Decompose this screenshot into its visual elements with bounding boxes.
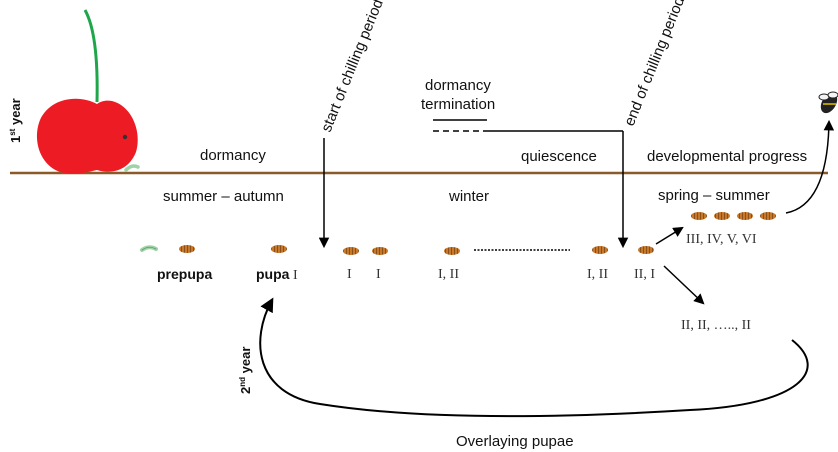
spring-summer-label: spring – summer: [658, 187, 770, 204]
overlaying-pupae-arrow: [259, 297, 809, 418]
prepupa-label: prepupa: [157, 266, 212, 282]
pupa-stage-label: I: [293, 268, 298, 283]
first-year-label: 1st year: [8, 98, 23, 143]
pupa-icon: [343, 247, 359, 255]
end-chilling-label: end of chilling period: [621, 0, 688, 128]
stage-label: II, I: [634, 267, 655, 282]
emergence-arrow: [785, 119, 835, 214]
pupa-icon: [372, 247, 388, 255]
second-year-label: 2nd year: [238, 347, 253, 394]
pupa-icon: [760, 212, 776, 220]
stage-label: III, IV, V, VI: [686, 232, 757, 247]
fly-icon: [818, 91, 838, 114]
pupa-icon: [179, 245, 195, 253]
developmental-progress-label: developmental progress: [647, 148, 807, 165]
pupa-label: pupa: [256, 266, 290, 282]
branch-arrow-down: [663, 265, 705, 305]
pupa-icon: [737, 212, 753, 220]
stage-label: I: [347, 267, 352, 282]
stage-label: II, II, ….., II: [681, 318, 751, 333]
pupa-icon: [592, 246, 608, 254]
pupa-icon: [638, 246, 654, 254]
pupa-icon: [271, 245, 287, 253]
larva-prepupa-icon: [140, 245, 158, 252]
branch-arrow-up: [655, 226, 684, 245]
pupa-icon: [714, 212, 730, 220]
pupa-icon: [444, 247, 460, 255]
larva-icon: [124, 164, 140, 172]
dormancy-termination-line2: termination: [421, 96, 495, 113]
summer-autumn-label: summer – autumn: [163, 188, 284, 205]
pupa-icon: [691, 212, 707, 220]
quiescence-label: quiescence: [521, 148, 597, 165]
stage-label: I, II: [438, 267, 459, 282]
winter-label: winter: [448, 188, 489, 205]
dormancy-label: dormancy: [200, 147, 266, 164]
cherry-icon: [36, 9, 138, 174]
dormancy-termination-line1: dormancy: [425, 77, 491, 94]
start-chilling-label: start of chilling period: [318, 0, 387, 134]
stage-label: I, II: [587, 267, 608, 282]
stage-label: I: [376, 267, 381, 282]
overlaying-pupae-label: Overlaying pupae: [456, 433, 574, 450]
